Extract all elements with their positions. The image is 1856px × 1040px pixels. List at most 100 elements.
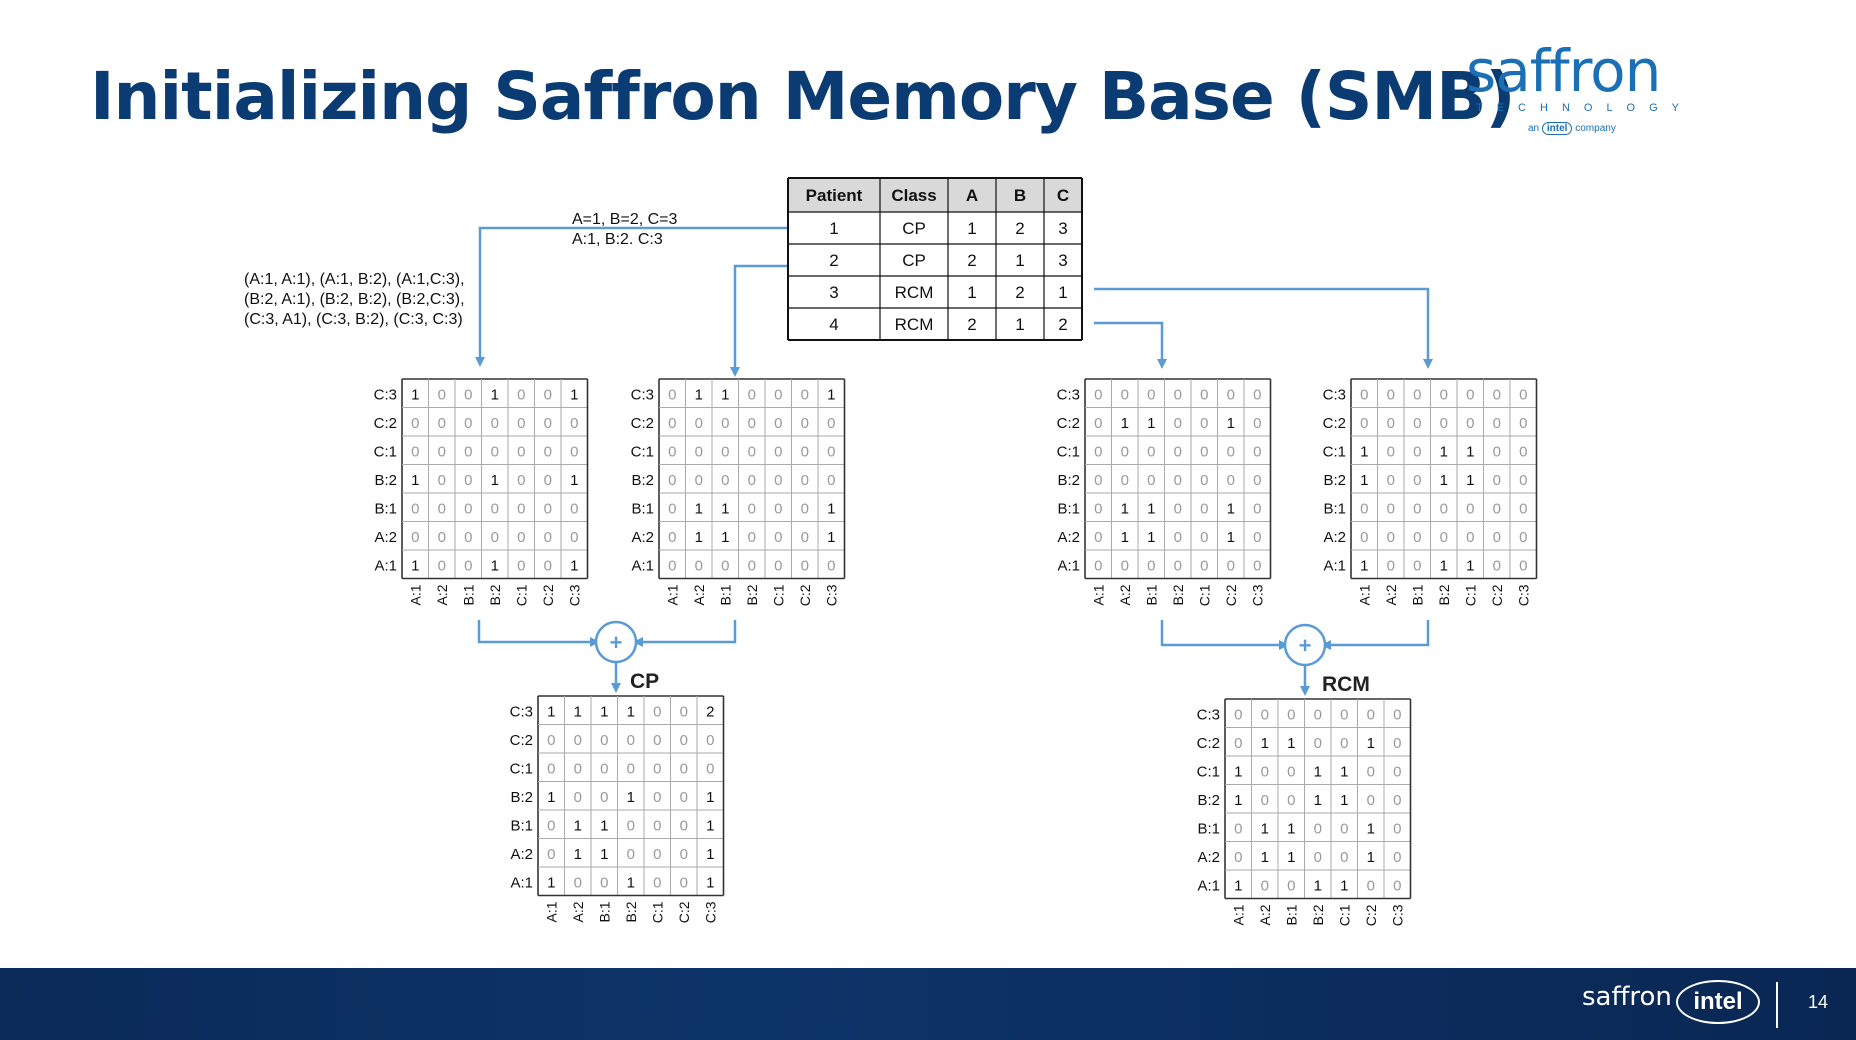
matrix-cell: 0 [438, 443, 446, 460]
table-cell: 1 [967, 219, 976, 238]
matrix-cell: 0 [1314, 849, 1322, 866]
matrix-cell: 1 [1121, 415, 1129, 432]
matrix-col-label: A:1 [664, 584, 680, 605]
matrix-row-label: C:3 [510, 703, 533, 720]
matrix-cell: 0 [721, 415, 729, 432]
matrix-cell: 0 [827, 415, 835, 432]
matrix-col-label: C:2 [540, 584, 556, 606]
matrix-row-label: A:2 [631, 529, 654, 546]
matrix-col-label: C:3 [1515, 584, 1531, 606]
matrix-cell: 0 [438, 415, 446, 432]
matrix-cell: 0 [1367, 792, 1375, 809]
matrix-cell: 1 [574, 846, 582, 863]
matrix-cell: 0 [680, 760, 688, 777]
matrix-cell: 1 [1340, 792, 1348, 809]
matrix-cell: 0 [721, 557, 729, 574]
matrix-col-label: C:1 [1196, 584, 1212, 606]
matrix-row-label: B:1 [1197, 820, 1220, 837]
matrix-cell: 0 [1174, 415, 1182, 432]
matrix-cell: 1 [695, 386, 703, 403]
matrix-row-label: A:1 [374, 557, 397, 574]
matrix-cell: 0 [464, 386, 472, 403]
matrix-row-label: A:2 [1057, 529, 1080, 546]
matrix-cell: 0 [1234, 849, 1242, 866]
matrix-cell: 0 [570, 529, 578, 546]
matrix-cell: 0 [1519, 500, 1527, 517]
matrix-row-label: B:1 [1323, 500, 1346, 517]
matrix-cell: 0 [1360, 386, 1368, 403]
matrix-cell: 1 [1261, 820, 1269, 837]
matrix-row-label: C:2 [1323, 415, 1346, 432]
matrix-cell: 1 [1340, 763, 1348, 780]
matrix-cell: 0 [570, 415, 578, 432]
table-header-cell: Class [891, 186, 936, 205]
matrix-cell: 0 [411, 529, 419, 546]
matrix-col-label: C:2 [1223, 584, 1239, 606]
matrix-cell: 1 [1261, 849, 1269, 866]
matrix-cell: 0 [1261, 877, 1269, 894]
svg-text:+: + [610, 630, 623, 655]
matrix-cell: 0 [774, 472, 782, 489]
matrix-cell: 0 [1287, 792, 1295, 809]
matrix-row-label: C:1 [1057, 443, 1080, 460]
table-cell: 1 [1058, 283, 1067, 302]
matrix-cell: 0 [1174, 557, 1182, 574]
matrix-cell: 0 [653, 874, 661, 891]
matrix-cell: 0 [1413, 415, 1421, 432]
matrix-cell: 0 [748, 472, 756, 489]
table-header-cell: Patient [806, 186, 863, 205]
rcm-label: RCM [1322, 673, 1370, 696]
matrix-cell: 0 [1314, 735, 1322, 752]
matrix-cell: 0 [801, 529, 809, 546]
matrix-row-label: B:1 [1057, 500, 1080, 517]
matrix-cell: 0 [517, 415, 525, 432]
matrix-cell: 0 [1393, 877, 1401, 894]
matrix-col-label: C:2 [676, 901, 692, 923]
table-cell: 2 [967, 251, 976, 270]
matrix-cell: 1 [1227, 529, 1235, 546]
matrix-cell: 0 [517, 557, 525, 574]
matrix-cell: 1 [1314, 763, 1322, 780]
matrix-cell: 0 [774, 500, 782, 517]
arrow-row3 [1094, 287, 1433, 369]
matrix-cell: 0 [1147, 443, 1155, 460]
matrix-cell: 0 [695, 443, 703, 460]
matrix-cell: 0 [1519, 386, 1527, 403]
matrix-cell: 0 [1253, 557, 1261, 574]
matrix-cell: 1 [627, 703, 635, 720]
matrix-cell: 0 [1200, 529, 1208, 546]
arrow-p2-to-sum [633, 620, 737, 647]
matrix-cell: 0 [600, 732, 608, 749]
matrix-cell: 0 [774, 529, 782, 546]
matrix-cell: 0 [1253, 386, 1261, 403]
arrow-row1 [475, 226, 788, 367]
matrix-cell: 0 [1340, 735, 1348, 752]
matrix-cell: 1 [1234, 763, 1242, 780]
table-cell: CP [902, 251, 926, 270]
matrix-cell: 1 [600, 846, 608, 863]
pairs-line-3: (C:3, A1), (C:3, B:2), (C:3, C:3) [244, 311, 463, 328]
matrix-cell: 1 [721, 500, 729, 517]
matrix-cell: 0 [547, 846, 555, 863]
table-cell: 1 [1015, 251, 1024, 270]
matrix-cell: 0 [1121, 472, 1129, 489]
matrix-cell: 1 [627, 874, 635, 891]
matrix-cell: 1 [547, 703, 555, 720]
matrix-cell: 1 [827, 529, 835, 546]
matrix-cell: 0 [438, 472, 446, 489]
matrix-cell: 0 [517, 529, 525, 546]
matrix-cell: 0 [1387, 500, 1395, 517]
matrix-cell: 0 [695, 557, 703, 574]
matrix-cell: 0 [1440, 386, 1448, 403]
matrix-cell: 0 [1094, 386, 1102, 403]
matrix-col-label: C:1 [513, 584, 529, 606]
matrix-cell: 0 [1227, 557, 1235, 574]
matrix-cell: 0 [748, 529, 756, 546]
matrix-cell: 1 [570, 386, 578, 403]
matrix-cell: 0 [547, 760, 555, 777]
matrix-cell: 0 [1519, 415, 1527, 432]
matrix-cell: 0 [464, 415, 472, 432]
